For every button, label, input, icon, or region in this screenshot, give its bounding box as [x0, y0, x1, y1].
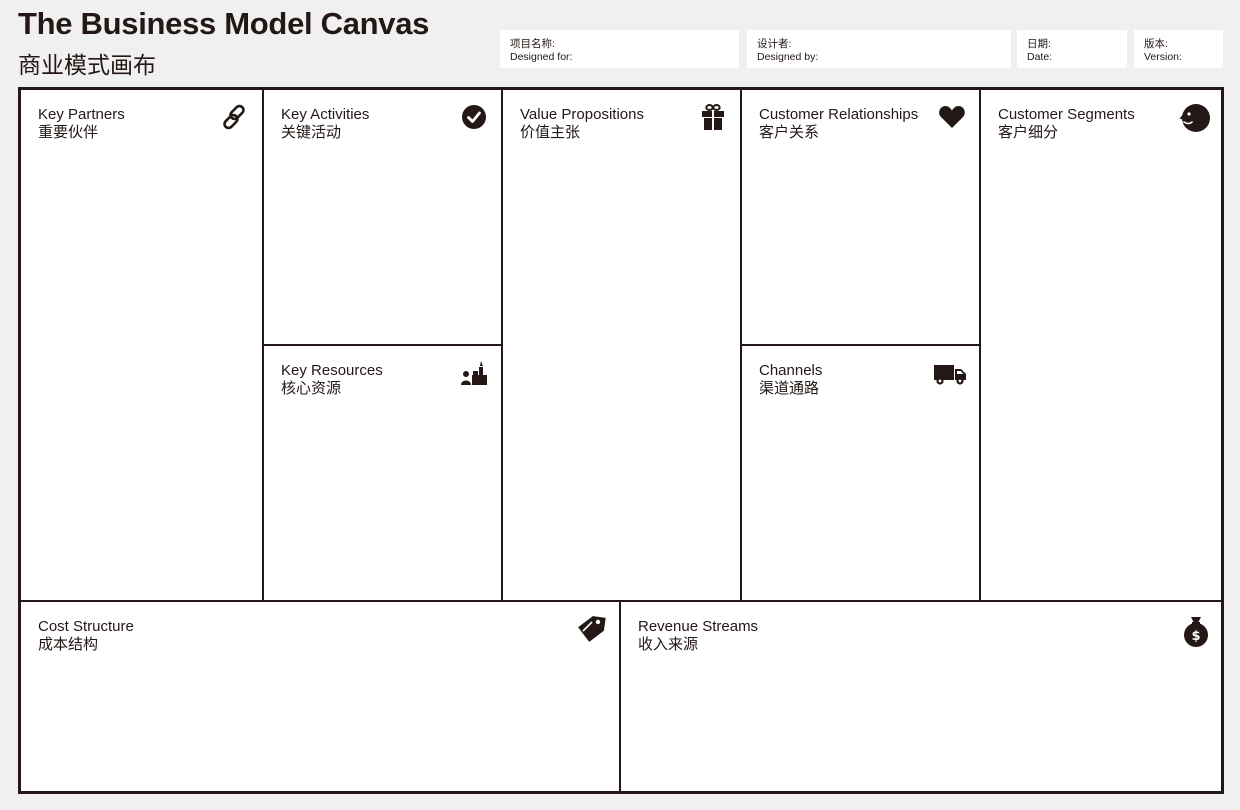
key-resources-title-cn: 核心资源	[281, 380, 342, 397]
cost-structure-title: Cost Structure	[38, 618, 134, 635]
designed-by-label-cn: 设计者:	[757, 38, 792, 50]
value-propositions-block[interactable]: Value Propositions 价值主张	[501, 90, 740, 600]
channels-title: Channels	[759, 362, 823, 379]
money-bag-icon: $	[1181, 614, 1211, 648]
key-partners-title: Key Partners	[38, 106, 125, 123]
gift-icon	[698, 102, 728, 132]
revenue-streams-title-cn: 收入来源	[638, 636, 699, 653]
channels-block[interactable]: Channels 渠道通路	[740, 344, 979, 600]
value-propositions-title-cn: 价值主张	[520, 124, 581, 141]
page-title: The Business Model Canvas	[18, 6, 430, 41]
date-label-cn: 日期:	[1027, 38, 1051, 50]
factory-worker-icon	[459, 358, 489, 388]
key-partners-block[interactable]: Key Partners 重要伙伴	[21, 90, 262, 600]
key-resources-title: Key Resources	[281, 362, 383, 379]
customer-relationships-title-cn: 客户关系	[759, 124, 820, 141]
key-resources-block[interactable]: Key Resources 核心资源	[262, 344, 501, 600]
key-activities-title: Key Activities	[281, 106, 370, 123]
revenue-streams-title: Revenue Streams	[638, 618, 759, 635]
heart-icon	[937, 102, 967, 132]
face-icon	[1179, 102, 1211, 134]
check-circle-icon	[459, 102, 489, 132]
key-activities-title-cn: 关键活动	[281, 124, 342, 141]
version-label: Version:	[1144, 51, 1182, 63]
cost-structure-block[interactable]: Cost Structure 成本结构	[21, 600, 619, 791]
revenue-streams-block[interactable]: Revenue Streams 收入来源 $	[619, 600, 1221, 791]
customer-segments-title: Customer Segments	[998, 106, 1135, 123]
cost-structure-title-cn: 成本结构	[38, 636, 99, 653]
truck-icon	[933, 358, 967, 388]
designed-for-label-cn: 项目名称:	[510, 38, 555, 50]
customer-segments-block[interactable]: Customer Segments 客户细分	[979, 90, 1221, 600]
date-label: Date:	[1027, 51, 1053, 63]
key-activities-block[interactable]: Key Activities 关键活动	[262, 90, 501, 344]
designed-by-field[interactable]: 设计者: Designed by:	[747, 30, 1011, 68]
designed-by-label: Designed by:	[757, 51, 819, 63]
designed-for-label: Designed for:	[510, 51, 573, 63]
customer-relationships-block[interactable]: Customer Relationships 客户关系	[740, 90, 979, 344]
page-title-cn: 商业模式画布	[18, 52, 156, 78]
designed-for-field[interactable]: 项目名称: Designed for:	[500, 30, 739, 68]
version-label-cn: 版本:	[1144, 38, 1168, 50]
price-tag-icon	[577, 614, 607, 644]
channels-title-cn: 渠道通路	[759, 380, 820, 397]
key-partners-title-cn: 重要伙伴	[38, 124, 99, 141]
business-model-canvas: Key Partners 重要伙伴 Key Activities 关键活动	[18, 87, 1224, 794]
value-propositions-title: Value Propositions	[520, 106, 644, 123]
customer-relationships-title: Customer Relationships	[759, 106, 919, 123]
svg-text:$: $	[1191, 629, 1200, 644]
link-icon	[220, 102, 250, 132]
date-field[interactable]: 日期: Date:	[1017, 30, 1127, 68]
customer-segments-title-cn: 客户细分	[998, 124, 1059, 141]
version-field[interactable]: 版本: Version:	[1134, 30, 1223, 68]
